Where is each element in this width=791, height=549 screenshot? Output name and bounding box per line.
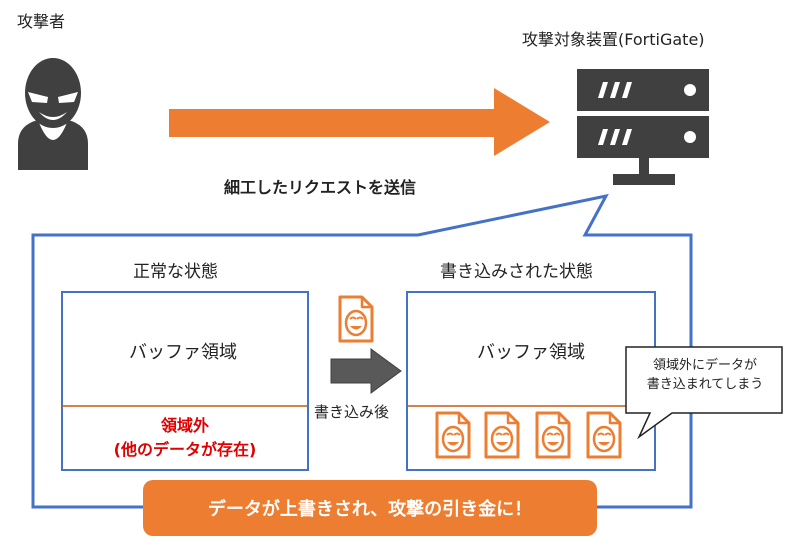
data-file-icon [535,411,571,459]
result-banner: データが上書きされ、攻撃の引き金に！ [143,480,597,536]
request-label: 細工したリクエストを送信 [224,178,417,197]
callout-line1: 領域外にデータが [652,358,757,373]
request-bubble-outline [31,193,693,509]
normal-buffer-label: バッファ領域 [129,342,237,363]
data-file-icon [338,295,374,343]
callout-text: 領域外にデータが 書き込まれてしまう [631,356,779,394]
written-state-title: 書き込みされた状態 [440,262,593,282]
attacker-label: 攻撃者 [17,12,66,31]
outside-region-line2: (他のデータが存在) [113,440,257,459]
data-file-icon [435,411,471,459]
data-file-icon [484,411,520,459]
request-arrow [169,88,550,156]
transition-label: 書き込み後 [314,403,390,421]
transition-arrow [330,348,402,394]
server-icon [577,69,709,185]
result-label: データが上書きされ、攻撃の引き金に！ [207,499,533,520]
callout-bubble [625,346,783,440]
normal-state-title: 正常な状態 [133,262,218,282]
written-buffer-label: バッファ領域 [477,342,585,363]
outside-region-line1: 領域外 [160,416,209,435]
normal-state-box [61,291,309,471]
data-file-icon [586,411,622,459]
target-label: 攻撃対象装置(FortiGate) [522,30,705,49]
masked-attacker-icon [18,58,88,170]
outside-region-label: 領域外 (他のデータが存在) [64,414,306,462]
callout-line2: 書き込まれてしまう [646,377,764,392]
